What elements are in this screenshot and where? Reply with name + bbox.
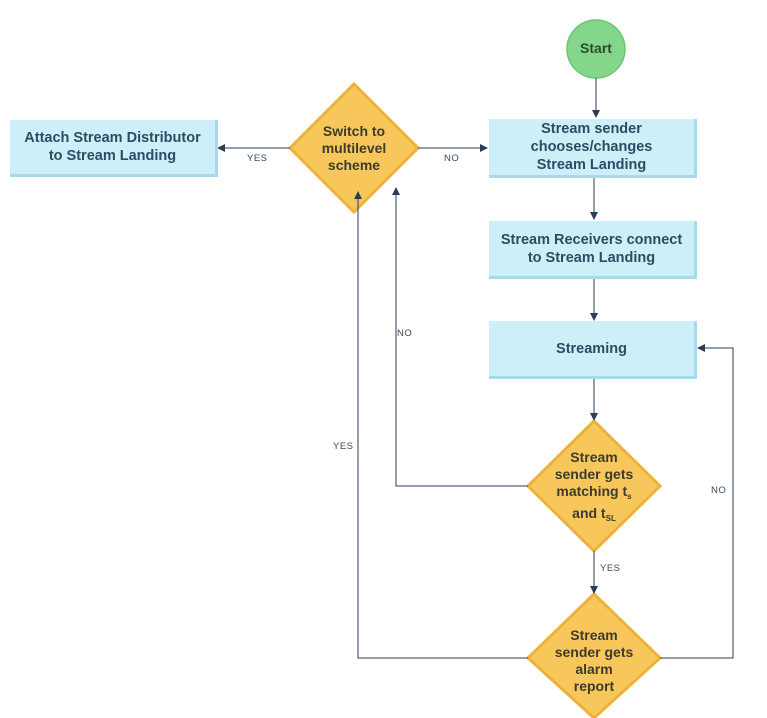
start-label: Start (580, 40, 612, 56)
edge-label-matching-yes: YES (600, 563, 621, 574)
switch-multilevel-diamond (287, 81, 421, 215)
switch-multilevel-label: Switch to multilevel scheme (305, 118, 403, 178)
receivers-line-1: Stream Receivers connect (500, 231, 683, 248)
edge-label-switch-yes: YES (247, 153, 268, 164)
choose-line-1: Stream sender (541, 121, 642, 137)
connector-matching-no-to-switch (392, 187, 528, 487)
edge-label-alarm-yes: YES (333, 441, 354, 452)
matching-line-3: matching ts (555, 483, 634, 505)
alarm-line-3: alarm (575, 661, 613, 677)
streaming-label: Streaming (556, 340, 627, 357)
alarm-line-2: sender gets (554, 644, 634, 660)
matching-line-3-text: matching t (556, 483, 628, 499)
alarm-line-1: Stream (570, 627, 618, 643)
matching-line-4: and tSL (555, 505, 634, 527)
edge-label-alarm-no: NO (711, 485, 727, 496)
matching-sub-sl: SL (605, 514, 616, 523)
switch-line-3: scheme (327, 156, 381, 173)
receivers-line-2: to Stream Landing (527, 249, 656, 266)
choose-line-3: Stream Landing (536, 157, 647, 173)
attach-line-2: to Stream Landing (48, 148, 177, 164)
streaming-box: Streaming (489, 321, 697, 379)
attach-line-1: Attach Stream Distributor (24, 130, 201, 146)
switch-line-1: Switch to (322, 122, 386, 139)
connector-alarm-no-to-streaming (660, 344, 734, 659)
attach-distributor-box: Attach Stream Distributor to Stream Land… (10, 120, 218, 177)
matching-decision-label: Stream sender gets matching ts and tSL (544, 449, 644, 527)
edge-label-matching-no: NO (397, 328, 413, 339)
receivers-connect-box: Stream Receivers connect to Stream Landi… (489, 221, 697, 279)
matching-sub-s: s (627, 492, 632, 501)
alarm-decision-label: Stream sender gets alarm report (544, 624, 644, 698)
connector-alarm-yes-to-switch (354, 191, 528, 659)
matching-line-2: sender gets (554, 466, 634, 482)
choose-landing-box: Stream sender chooses/changes Stream Lan… (489, 119, 697, 178)
choose-line-2: chooses/changes (530, 139, 653, 155)
alarm-decision-diamond (525, 591, 663, 718)
switch-line-2: multilevel (321, 139, 387, 156)
edge-label-switch-no: NO (444, 153, 460, 164)
matching-line-1: Stream (570, 449, 618, 465)
matching-line-4-text: and t (572, 505, 606, 521)
alarm-line-4: report (573, 678, 615, 694)
